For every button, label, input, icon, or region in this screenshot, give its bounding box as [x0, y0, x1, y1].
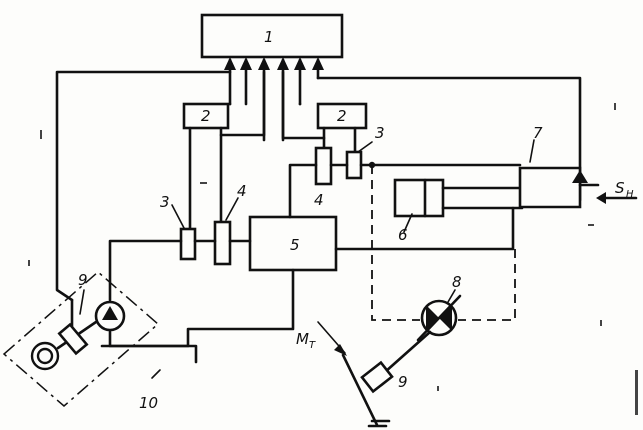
feedback-line-left	[55, 70, 232, 302]
dashed-line-left	[371, 165, 420, 321]
sensor-4-left	[213, 220, 232, 266]
line-5-to-7	[334, 206, 515, 251]
label-4-left: 4	[237, 182, 247, 200]
label-force-s-sub: H	[626, 189, 634, 200]
shaft-8-to-9	[383, 330, 432, 374]
tank-10	[100, 344, 198, 364]
dashed-line-right	[458, 249, 516, 321]
label-2-right: 2	[337, 107, 347, 125]
signal-arrows-into-block-1	[224, 57, 324, 142]
sensor-3-right	[345, 150, 363, 180]
block-2-right	[316, 102, 368, 130]
label-9-left: 9	[78, 271, 88, 289]
hydraulic-motor-8	[416, 294, 462, 342]
scan-specks	[28, 103, 638, 415]
label-3-left: 3	[160, 193, 170, 211]
label-4-right: 4	[314, 191, 324, 209]
block-1	[200, 13, 344, 59]
sensor-9-right	[341, 353, 394, 428]
sensor-3-left	[179, 227, 197, 261]
cylinder-6	[393, 178, 524, 218]
feedback-line-right	[316, 76, 582, 202]
tank-10-leader	[151, 369, 161, 379]
label-10: 10	[139, 394, 158, 412]
label-9-right: 9	[398, 373, 408, 391]
label-7: 7	[533, 124, 543, 142]
label-force-s: S	[615, 179, 625, 197]
label-6: 6	[398, 226, 408, 244]
block-7	[518, 166, 600, 209]
label-1: 1	[264, 28, 274, 46]
pump-assembly	[2, 271, 160, 407]
label-moment-m-sub: T	[309, 340, 316, 351]
block-2-left	[182, 102, 230, 130]
label-5: 5	[290, 236, 300, 254]
label-8: 8	[452, 273, 462, 291]
sensor-9-left	[57, 322, 89, 356]
label-3-right: 3	[375, 124, 385, 142]
label-2-left: 2	[201, 107, 211, 125]
pressure-line-pump	[108, 239, 183, 302]
sensor-4-right	[314, 146, 333, 186]
return-line-5	[186, 268, 295, 347]
label-moment-m: M	[296, 330, 309, 348]
